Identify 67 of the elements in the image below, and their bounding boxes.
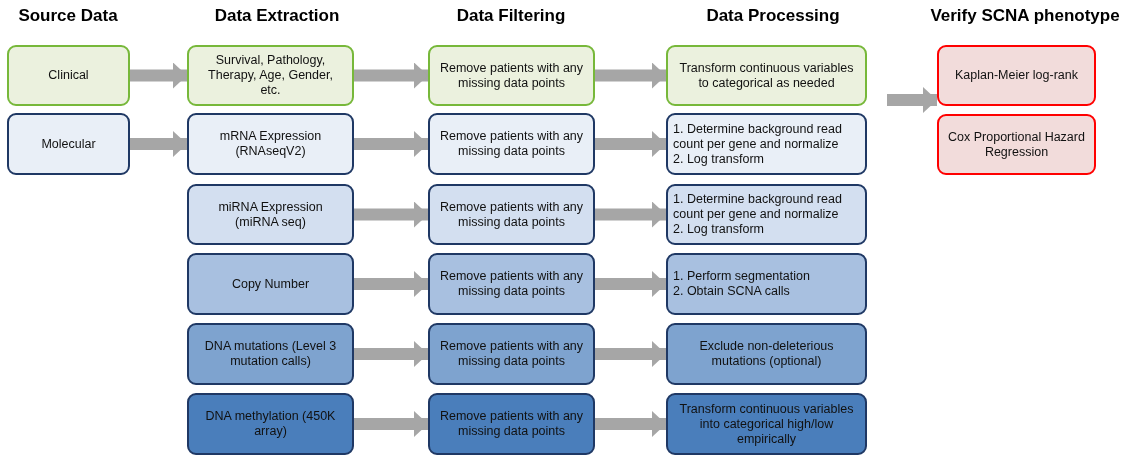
box-text: Clinical bbox=[48, 68, 89, 83]
process-box bbox=[937, 114, 1096, 175]
block-arrow bbox=[130, 62, 187, 89]
box-text: Remove patients with any missing data points bbox=[439, 60, 584, 91]
process-box bbox=[187, 253, 354, 315]
process-box bbox=[666, 184, 867, 245]
box-text: Copy Number bbox=[231, 276, 310, 292]
box-text: Remove patients with any missing data points bbox=[439, 409, 584, 439]
box-text: 1. Perform segmentation bbox=[673, 269, 810, 284]
column-heading: Verify SCNA phenotype bbox=[930, 6, 1120, 26]
block-arrow bbox=[130, 131, 187, 157]
block-arrow bbox=[595, 341, 666, 367]
process-box bbox=[7, 45, 130, 106]
box-text: Kaplan-Meier log-rank bbox=[955, 68, 1078, 83]
box-text: 2. Log transform bbox=[673, 151, 764, 167]
process-box bbox=[666, 113, 867, 175]
box-text: 1. Determine background read count per gene and normalize bbox=[673, 192, 843, 222]
block-arrow bbox=[595, 201, 666, 228]
block-arrow bbox=[595, 62, 666, 89]
column-heading: Data Processing bbox=[706, 6, 840, 26]
process-box bbox=[666, 253, 867, 315]
process-box bbox=[937, 45, 1096, 106]
process-box bbox=[428, 393, 595, 455]
process-box bbox=[666, 323, 867, 385]
process-box bbox=[187, 184, 354, 245]
process-box bbox=[187, 45, 354, 106]
process-box bbox=[187, 393, 354, 455]
block-arrow bbox=[354, 271, 428, 297]
block-arrow bbox=[354, 62, 428, 89]
box-text: Remove patients with any missing data points bbox=[439, 129, 584, 159]
process-box bbox=[666, 393, 867, 455]
box-text: miRNA Expression (miRNA seq) bbox=[217, 199, 324, 230]
box-text: mRNA Expression (RNAseqV2) bbox=[218, 129, 323, 159]
box-text: Transform continuous variables into categorical high/low empirically bbox=[678, 401, 855, 447]
block-arrow bbox=[354, 131, 428, 157]
box-text: DNA mutations (Level 3 mutation calls) bbox=[203, 339, 338, 369]
block-arrow bbox=[595, 131, 666, 157]
box-text: 2. Obtain SCNA calls bbox=[673, 284, 790, 299]
block-arrow bbox=[595, 411, 666, 437]
process-box bbox=[428, 323, 595, 385]
box-text: 2. Log transform bbox=[673, 222, 764, 237]
box-text: 1. Determine background read count per gene and normalize bbox=[673, 121, 843, 152]
box-text: Remove patients with any missing data points bbox=[439, 199, 584, 230]
column-heading: Source Data bbox=[18, 6, 118, 26]
box-text: Survival, Pathology, Therapy, Age, Gender, etc. bbox=[207, 53, 334, 98]
box-text: DNA methylation (450K array) bbox=[204, 409, 337, 439]
column-heading: Data Filtering bbox=[456, 6, 566, 26]
process-box bbox=[428, 113, 595, 175]
block-arrow bbox=[354, 411, 428, 437]
block-arrow bbox=[354, 201, 428, 228]
box-text: Remove patients with any missing data points bbox=[439, 339, 584, 369]
column-heading: Data Extraction bbox=[214, 6, 340, 26]
process-box bbox=[187, 113, 354, 175]
box-text: Molecular bbox=[41, 136, 96, 152]
box-text: Remove patients with any missing data points bbox=[439, 269, 584, 299]
block-arrow bbox=[595, 271, 666, 297]
process-box bbox=[187, 323, 354, 385]
block-arrow bbox=[887, 87, 937, 113]
box-text: Cox Proportional Hazard Regression bbox=[948, 129, 1085, 160]
process-box bbox=[666, 45, 867, 106]
box-text: Transform continuous variables to categorical as needed bbox=[678, 60, 855, 91]
box-text: Exclude non-deleterious mutations (optional) bbox=[698, 339, 835, 369]
process-box bbox=[428, 45, 595, 106]
block-arrow bbox=[354, 341, 428, 367]
process-box bbox=[428, 184, 595, 245]
process-box bbox=[7, 113, 130, 175]
process-box bbox=[428, 253, 595, 315]
